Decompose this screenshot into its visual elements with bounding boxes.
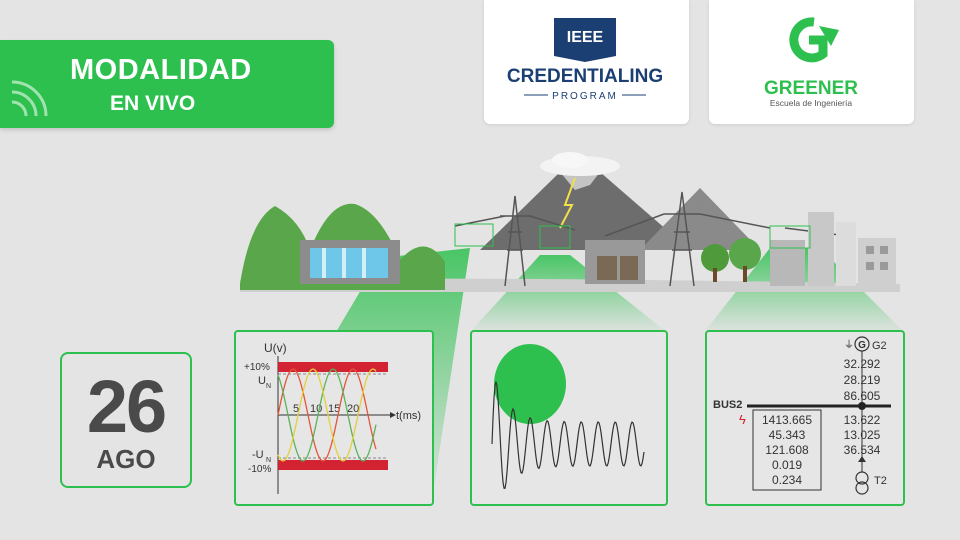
date-day: 26 — [86, 365, 167, 448]
date-badge: 26 AGO — [60, 352, 192, 488]
beam-tower — [472, 255, 664, 330]
gen-value-2: 28.219 — [844, 373, 881, 387]
un-positive-label: U — [258, 375, 266, 387]
greener-logo: GREENER Escuela de Ingeniería — [764, 17, 858, 108]
signal-icon — [11, 80, 48, 117]
banner-subtitle: EN VIVO — [110, 92, 196, 115]
banner-title: MODALIDAD — [70, 54, 252, 86]
greener-name: GREENER — [764, 78, 858, 99]
upper-limit-label: +10% — [244, 362, 270, 373]
generator-symbol: G — [858, 340, 866, 351]
fault-icon: ϟ — [739, 412, 746, 427]
transformer-icon — [855, 471, 869, 485]
ieee-logo-card: IEEE CREDENTIALING PROGRAM — [484, 0, 689, 124]
fault-results-box — [752, 409, 822, 491]
upper-limit-band — [278, 362, 388, 372]
date-month: AGO — [96, 444, 156, 474]
greener-tagline: Escuela de Ingeniería — [770, 98, 852, 108]
lightning — [559, 177, 576, 229]
flow-arrow-icon — [858, 456, 866, 462]
fault-value-2: 45.343 — [769, 428, 806, 442]
tick-20: 20 — [347, 403, 359, 415]
ieee-credentialing-logo: IEEE CREDENTIALING PROGRAM — [507, 18, 663, 102]
mountain — [480, 172, 690, 250]
phase-b-wave — [277, 368, 377, 462]
voltage-waveform-panel: U(v) +10% U N -U N -10% 5 10 15 20 t(ms) — [234, 330, 434, 506]
tick-5: 5 — [293, 403, 299, 415]
transient-waveform-panel — [470, 330, 668, 506]
phase-c-wave — [277, 368, 377, 462]
one-line-diagram-panel: ⏚ G G2 32.292 28.219 86.605 BUS2 ϟ 1413.… — [705, 330, 905, 506]
transformer-label: T2 — [874, 475, 887, 487]
fault-value-1: 1413.665 — [762, 413, 812, 427]
generator-label: G2 — [872, 340, 887, 352]
un-positive-sub: N — [266, 383, 271, 390]
transient-highlight — [494, 344, 566, 424]
fault-value-4: 0.019 — [772, 458, 802, 472]
bus-label: BUS2 — [713, 399, 742, 411]
branch-value-2: 13.025 — [844, 428, 881, 442]
greener-logo-card: GREENER Escuela de Ingeniería — [709, 0, 914, 124]
lower-limit-label: -10% — [248, 464, 271, 475]
program-text: PROGRAM — [552, 91, 618, 102]
fault-value-5: 0.234 — [772, 473, 802, 487]
tick-15: 15 — [328, 403, 340, 415]
transmission-towers — [454, 191, 841, 287]
fault-value-3: 121.608 — [765, 443, 809, 457]
transient-wave — [491, 381, 645, 489]
ieee-text: IEEE — [567, 29, 604, 46]
credentialing-text: CREDENTIALING — [507, 66, 663, 87]
lower-limit-band — [278, 460, 388, 470]
un-negative-sub: N — [266, 457, 271, 464]
phase-a-wave — [277, 368, 377, 462]
un-negative-label: -U — [252, 449, 264, 461]
live-mode-banner: MODALIDAD EN VIVO — [0, 40, 334, 128]
gen-value-1: 32.292 — [844, 357, 881, 371]
waveform-xlabel: t(ms) — [396, 410, 421, 422]
waveform-ylabel: U(v) — [264, 341, 287, 355]
branch-value-1: 13.622 — [844, 413, 881, 427]
branch-value-3: 36.534 — [844, 443, 881, 457]
trees — [701, 244, 729, 272]
ground-icon: ⏚ — [844, 339, 854, 351]
gen-value-3: 86.605 — [844, 389, 881, 403]
city-buildings — [770, 212, 896, 286]
